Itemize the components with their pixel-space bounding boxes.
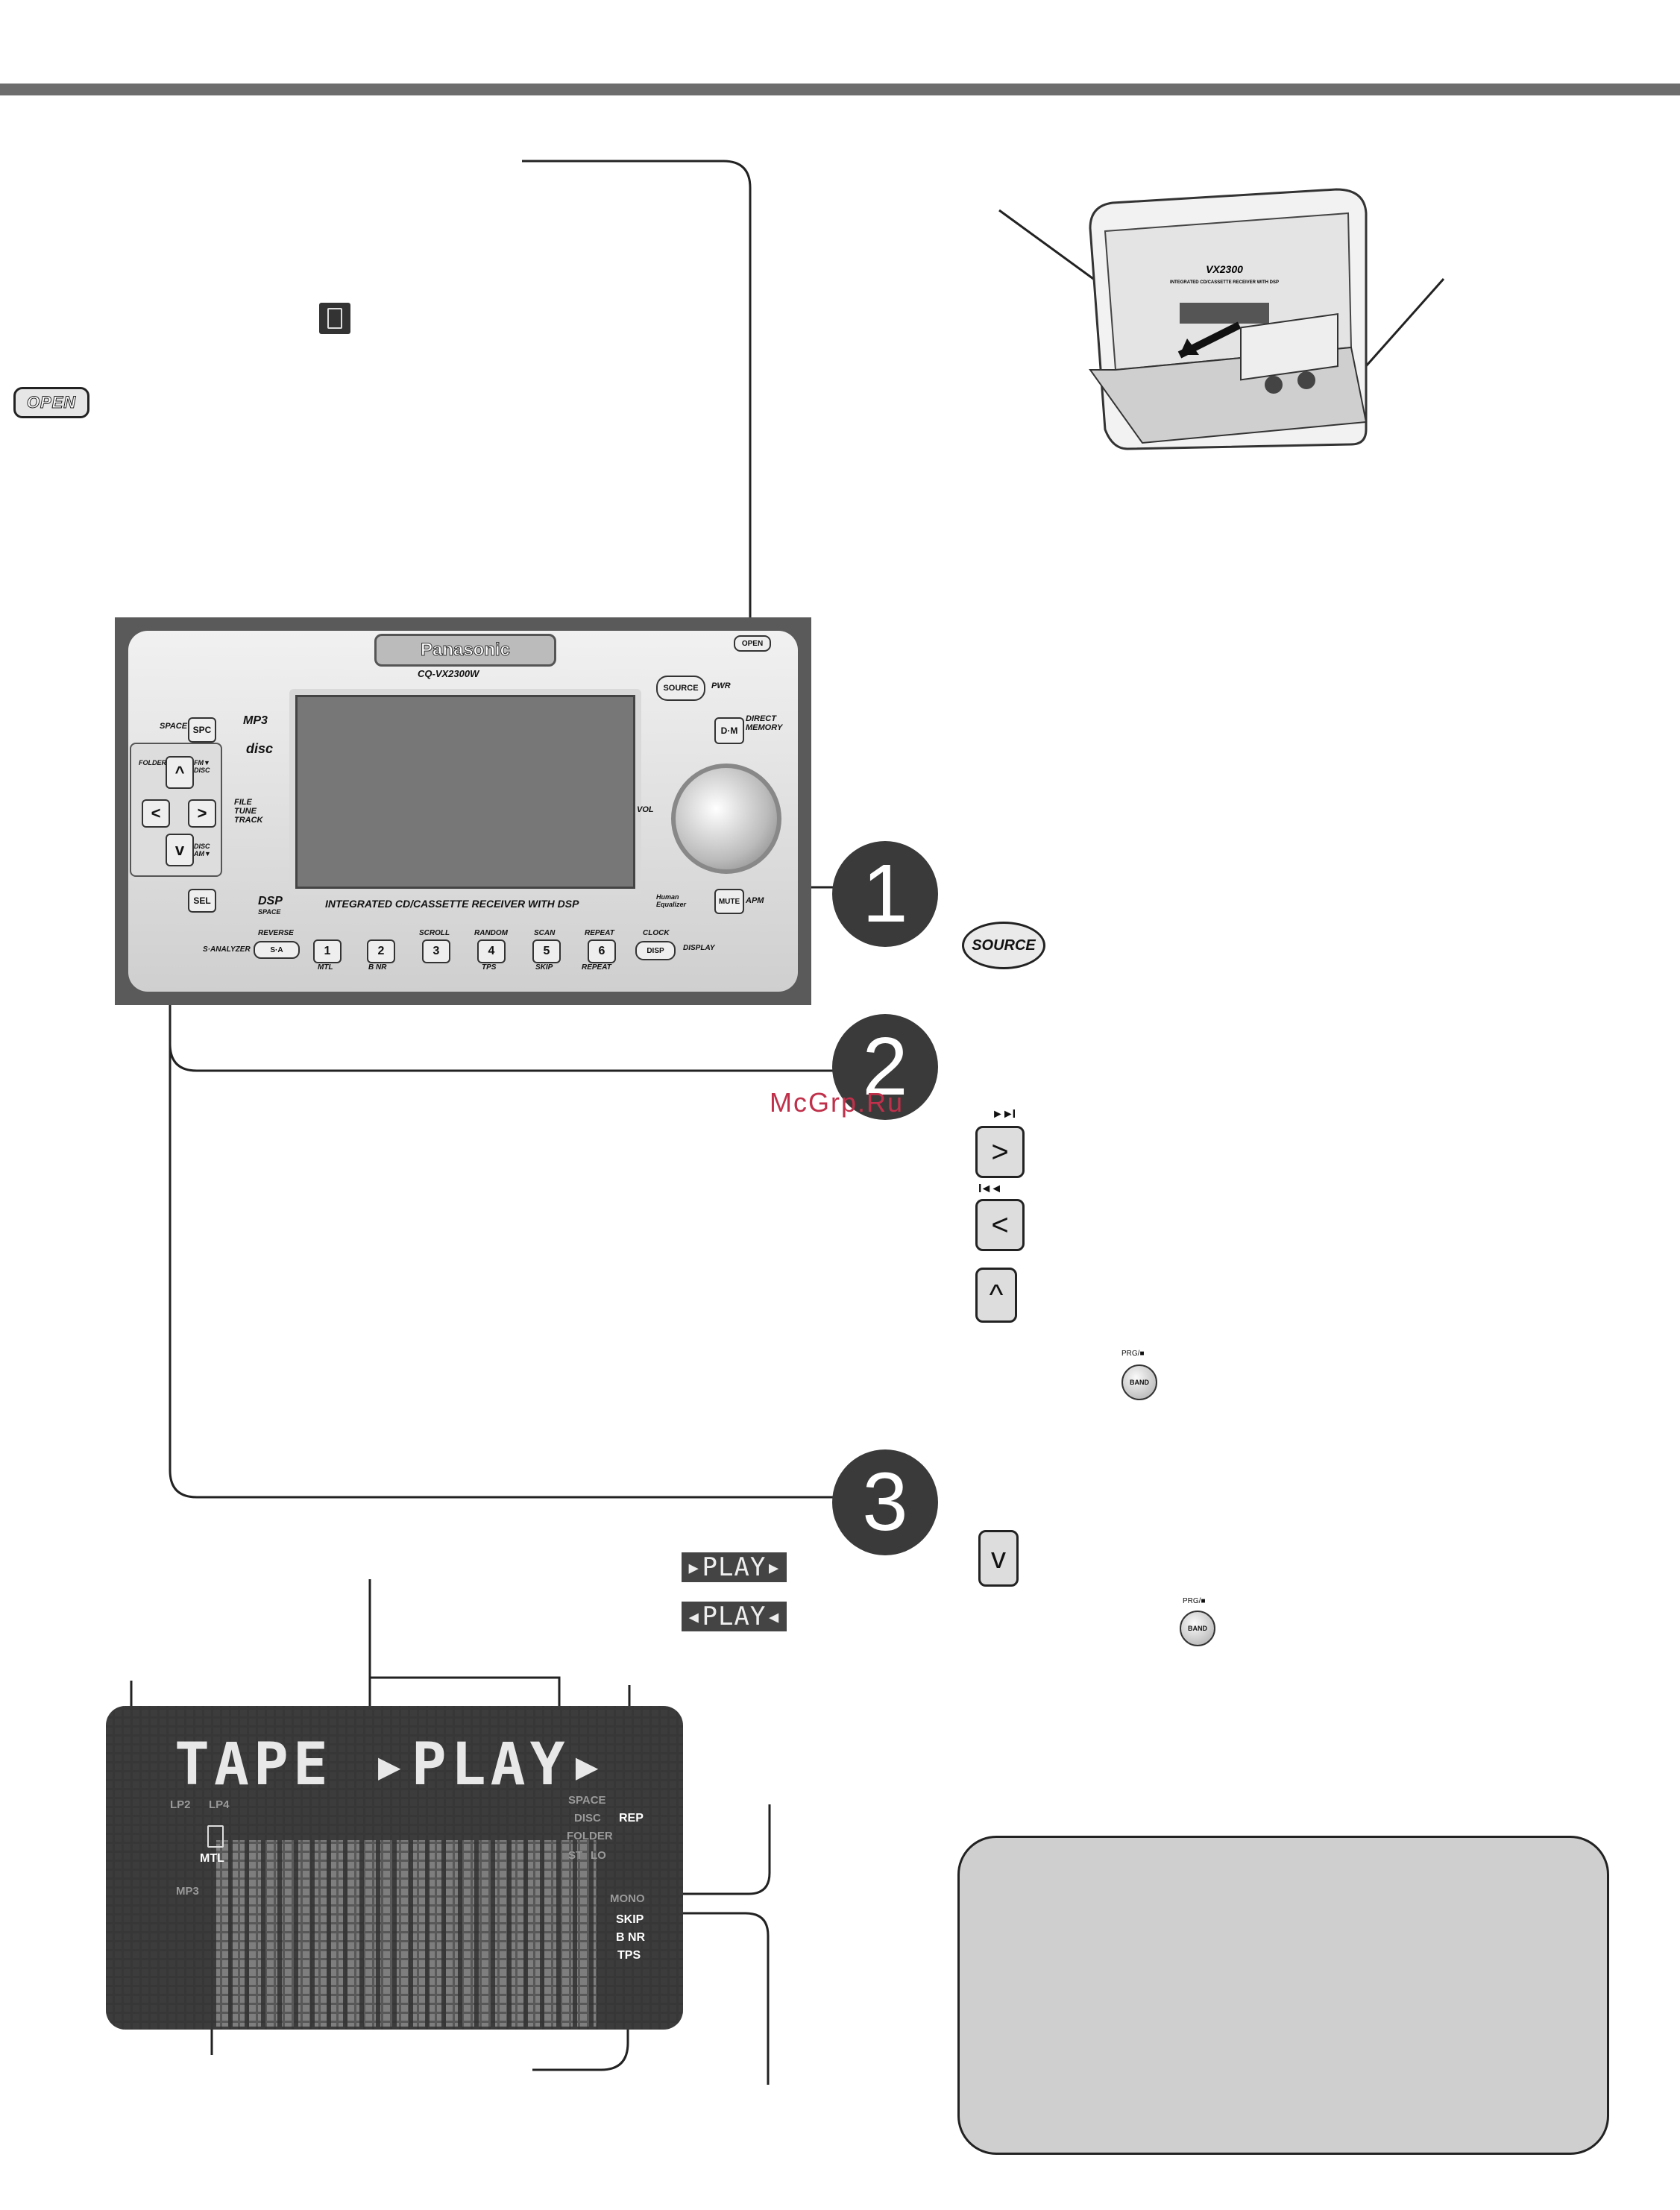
spc-button[interactable]: SPC	[188, 717, 216, 743]
step-3-marker: 3	[832, 1449, 938, 1555]
direct-memory-label: DIRECT MEMORY	[746, 714, 783, 732]
lcd-lp4: LP4	[209, 1798, 230, 1811]
lcd-folder: FOLDER	[567, 1830, 613, 1842]
brand-logo: Panasonic	[374, 634, 556, 667]
unit-prev-key[interactable]: <	[142, 799, 170, 828]
preset-3-button[interactable]: 3	[422, 939, 450, 963]
dsp-space-logo: SPACE	[258, 908, 281, 916]
mp3-logo: MP3	[243, 714, 268, 727]
note-box	[957, 1836, 1609, 2155]
preset-1-sub: MTL	[318, 963, 333, 972]
reverse-label: REVERSE	[258, 929, 294, 937]
deck-subtitle: INTEGRATED CD/CASSETTE RECEIVER WITH DSP	[1170, 280, 1279, 285]
dsp-logo: DSP	[258, 895, 283, 907]
lcd-main-text: TAPE ▸PLAY▸	[174, 1731, 609, 1798]
cassette-deck-illustration: VX2300 INTEGRATED CD/CASSETTE RECEIVER W…	[1089, 188, 1368, 450]
lcd-skip: SKIP	[616, 1913, 644, 1926]
band-button-icon: BAND	[1121, 1364, 1157, 1400]
band-button-icon-2: BAND	[1180, 1611, 1215, 1646]
lcd-tps: TPS	[617, 1949, 641, 1962]
pwr-label: PWR	[711, 681, 731, 690]
open-button-icon: OPEN	[13, 387, 89, 418]
unit-caption: INTEGRATED CD/CASSETTE RECEIVER WITH DSP	[325, 898, 579, 910]
preset-1-button[interactable]: 1	[313, 939, 342, 963]
preset-3-top: SCROLL	[419, 929, 450, 937]
lcd-rep: REP	[619, 1812, 644, 1825]
mute-button[interactable]: MUTE	[714, 889, 744, 914]
lcd-tape-icon	[207, 1825, 224, 1848]
apm-label: APM	[746, 896, 764, 905]
prev-key-icon: <	[975, 1199, 1025, 1251]
display-label: DISPLAY	[683, 944, 715, 952]
unit-up-key[interactable]: ^	[166, 756, 194, 789]
preset-5-button[interactable]: 5	[532, 939, 561, 963]
vol-label: VOL	[637, 805, 654, 814]
lcd-mono: MONO	[610, 1892, 645, 1905]
preset-2-sub: B NR	[368, 963, 387, 972]
preset-5-sub: SKIP	[535, 963, 553, 972]
disp-button[interactable]: DISP	[635, 941, 676, 960]
file-tune-track-label: FILE TUNE TRACK	[234, 798, 263, 825]
play-reverse-badge: ◂PLAY◂	[682, 1602, 787, 1631]
fm-disc-label: FM▼ DISC	[194, 759, 210, 774]
lcd-bnr: B NR	[616, 1931, 646, 1944]
watermark: McGrp.Ru	[770, 1087, 905, 1118]
volume-knob[interactable]	[671, 764, 781, 874]
preset-4-sub: TPS	[482, 963, 497, 972]
lcd-lo: LO	[591, 1849, 606, 1862]
human-eq-logo: Human Equalizer	[656, 893, 687, 908]
disc-logo: disc	[246, 741, 274, 756]
play-forward-badge: ▸PLAY▸	[682, 1552, 787, 1582]
source-button-icon: SOURCE	[962, 922, 1045, 969]
next-track-symbol: ►►I	[992, 1108, 1016, 1121]
model-label: CQ-VX2300W	[418, 668, 479, 679]
lcd-dot-grid	[106, 1706, 683, 2030]
lcd-space: SPACE	[568, 1794, 606, 1807]
step-2-marker: 2	[832, 1014, 938, 1120]
folder-label: FOLDER	[139, 759, 166, 766]
preset-4-top: RANDOM	[474, 929, 508, 937]
preset-5-top: SCAN	[534, 929, 556, 937]
preset-6-top: REPEAT	[585, 929, 614, 937]
sel-button[interactable]: SEL	[188, 889, 216, 913]
unit-down-key[interactable]: v	[166, 834, 194, 866]
lcd-st: ST	[568, 1849, 583, 1862]
up-key-icon: ^	[975, 1268, 1017, 1323]
sa-button[interactable]: S·A	[254, 941, 300, 959]
tape-icon	[319, 303, 350, 334]
unit-next-key[interactable]: >	[188, 799, 216, 828]
lcd-disc: DISC	[574, 1812, 601, 1825]
deck-model: VX2300	[1206, 263, 1243, 275]
preset-4-button[interactable]: 4	[477, 939, 506, 963]
prg-label-2: PRG/■	[1183, 1597, 1206, 1605]
next-key-icon: >	[975, 1126, 1025, 1178]
space-label: SPACE	[160, 722, 188, 731]
s-analyzer-label: S·ANALYZER	[203, 945, 251, 954]
lcd-lp2: LP2	[170, 1798, 191, 1811]
preset-6-button[interactable]: 6	[588, 939, 616, 963]
lcd-panel: TAPE ▸PLAY▸ LP2 LP4 MTL MP3 SPACE DISC F…	[106, 1706, 683, 2030]
preset-6-sub: REPEAT	[582, 963, 611, 972]
prg-label: PRG/■	[1121, 1350, 1145, 1358]
dm-button[interactable]: D·M	[714, 717, 744, 744]
step-1-marker: 1	[832, 841, 938, 947]
unit-display-window	[289, 689, 641, 895]
header-rule	[0, 84, 1680, 95]
lcd-mp3: MP3	[176, 1885, 199, 1898]
unit-open-button[interactable]: OPEN	[734, 635, 771, 652]
unit-source-button[interactable]: SOURCE	[656, 676, 705, 701]
down-key-icon: v	[978, 1530, 1019, 1587]
clock-label: CLOCK	[643, 929, 670, 937]
prev-track-symbol: I◄◄	[978, 1183, 1002, 1195]
disc-am-label: DISC AM▼	[194, 843, 211, 857]
lcd-mtl: MTL	[200, 1852, 224, 1865]
preset-2-button[interactable]: 2	[367, 939, 395, 963]
